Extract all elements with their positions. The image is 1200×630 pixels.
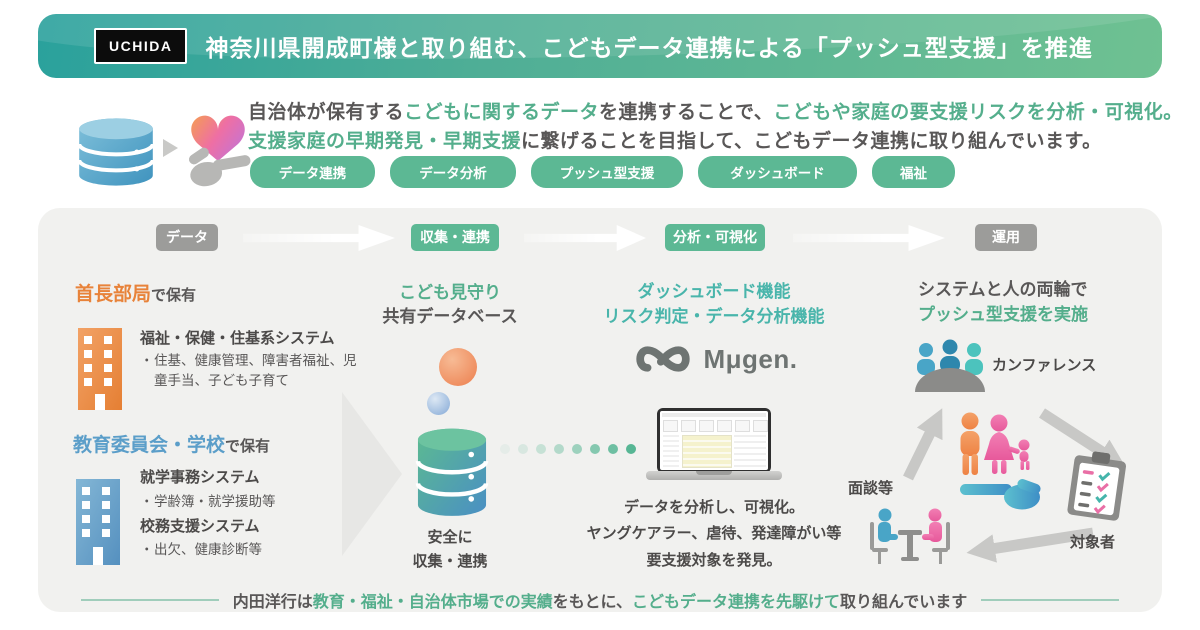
tag-data-renkei: データ連携 [250,156,375,188]
page-title: 神奈川県開成町様と取り組む、こどもデータ連携による「プッシュ型支援」を推進 [205,35,1093,61]
shared-database-icon [415,428,489,516]
interview-label: 面談等 [848,480,894,497]
source-mayor-heading: 首長部局で保有 [75,279,196,306]
building-icon [76,479,120,565]
target-label: 対象者 [1070,534,1116,551]
footer-seg-highlight: こどもデータ連携を先駆けて [632,594,841,611]
bullet-text: 学齢簿・就学援助等 [154,494,276,509]
laptop-icon [657,408,771,473]
intro-text: 自治体が保有する [248,102,405,123]
triangle-arrow-icon [163,139,178,157]
footer-rule-left [80,599,219,601]
data-flow-dots-icon [500,444,636,454]
conference-icon [915,339,985,392]
operate-title-2: プッシュ型支援を実施 [918,305,1088,324]
data-dot-blue-icon [427,392,450,415]
heading-rest: で保有 [225,438,271,455]
intro-text-highlight: こどもに関するデータ [404,102,600,123]
flow-step-analyze: 分析・可視化 [665,224,765,251]
heading-accent: 首長部局 [75,284,152,305]
heading-rest: で保有 [151,287,197,304]
flow-step-data: データ [156,224,218,251]
footer-text: 内田洋行は教育・福祉・自治体市場での実績をもとに、こどもデータ連携を先駆けて取り… [233,588,967,612]
analyze-title-1: ダッシュボード機能 [637,282,791,301]
bullet-text: 住基、健康管理、障害者福祉、児童手当、子ども子育て [154,353,357,389]
mugen-infinity-logo-icon [636,346,691,372]
family-icon [960,412,1030,475]
heading-accent: 教育委員会・学校 [73,435,226,456]
header-banner: UCHIDA 神奈川県開成町様と取り組む、こどもデータ連携による「プッシュ型支援… [38,14,1162,78]
intro-line-2: 支援家庭の早期発見・早期支援に繋げることを目指して、こどもデータ連携に取り組んで… [248,126,1102,153]
analyze-caption-2: ヤングケアラー、虐待、発達障がい等 [586,525,842,542]
tag-data-bunseki: データ分析 [390,156,516,188]
interview-table-icon [870,508,950,564]
operate-title-1: システムと人の両輪で [918,280,1088,299]
mugen-logo: Mμgen. [624,338,804,380]
collect-heading-accent: こども見守り [399,283,501,302]
flow-step-collect: 収集・連携 [411,224,499,251]
flow-step-operate: 運用 [975,224,1037,251]
analyze-caption-1: データを分析し、可視化。 [623,499,804,516]
tag-push-shien: プッシュ型支援 [531,156,683,188]
system-bullet: ・ 出欠、健康診断等 [140,540,360,560]
mugen-logo-text: Mμgen. [703,343,798,374]
gray-cycle-arrows-icon [903,408,1126,563]
source-education-heading: 教育委員会・学校で保有 [73,430,270,457]
intro-text-highlight: 支援家庭の早期発見・早期支援 [248,131,522,152]
collect-heading: 共有データベース [382,307,518,326]
conference-label: カンファレンス [992,357,1097,374]
footer-seg: 内田洋行は [232,594,313,611]
footer-seg: 取り組んでいます [840,594,968,611]
analyze-caption-3: 要支援対象を発見。 [646,552,782,569]
system-title: 就学事務システム [140,469,260,486]
bullet-mark: ・ [140,494,154,509]
uchida-logo: UCHIDA [94,28,188,64]
bullet-text: 出欠、健康診断等 [154,542,262,557]
system-bullet: ・ 学齢簿・就学援助等 [140,492,360,512]
intro-text: に繋げることを目指して、こどもデータ連携に取り組んでいます。 [521,131,1102,152]
laptop-dashboard-screen [660,411,768,470]
support-hand-icon [960,479,1041,510]
building-icon [78,328,122,410]
footer-statement: 内田洋行は教育・福祉・自治体市場での実績をもとに、こどもデータ連携を先駆けて取り… [38,588,1162,612]
intro-text: を連携することで、 [599,102,774,123]
heart-hand-icon [188,115,251,187]
intro-line-1: 自治体が保有するこどもに関するデータを連携することで、こどもや家庭の要支援リスク… [248,97,1183,124]
laptop-base [646,471,782,480]
intro-text-highlight: こどもや家庭の要支援リスクを分析・可視化。 [773,102,1183,123]
keyword-tags: データ連携 データ分析 プッシュ型支援 ダッシュボード 福祉 [250,156,955,188]
bullet-mark: ・ [140,542,154,557]
footer-rule-right [981,599,1120,601]
system-title: 福祉・保健・住基系システム [140,330,335,347]
system-title: 校務支援システム [140,518,260,535]
footer-seg: をもとに、 [552,594,632,611]
bullet-mark: ・ [140,353,154,368]
tag-fukushi: 福祉 [872,156,955,188]
data-dot-orange-icon [439,348,477,386]
checklist-clipboard-icon [1067,451,1126,521]
tag-dashboard: ダッシュボード [698,156,857,188]
system-bullet: ・ 住基、健康管理、障害者福祉、児童手当、子ども子育て [140,351,362,392]
collect-caption-1: 安全に [427,529,473,546]
footer-seg-highlight: 教育・福祉・自治体市場での実績 [312,594,553,611]
analyze-title-2: リスク判定・データ分析機能 [603,307,825,326]
collect-caption-2: 収集・連携 [412,553,488,570]
database-icon [77,118,155,186]
